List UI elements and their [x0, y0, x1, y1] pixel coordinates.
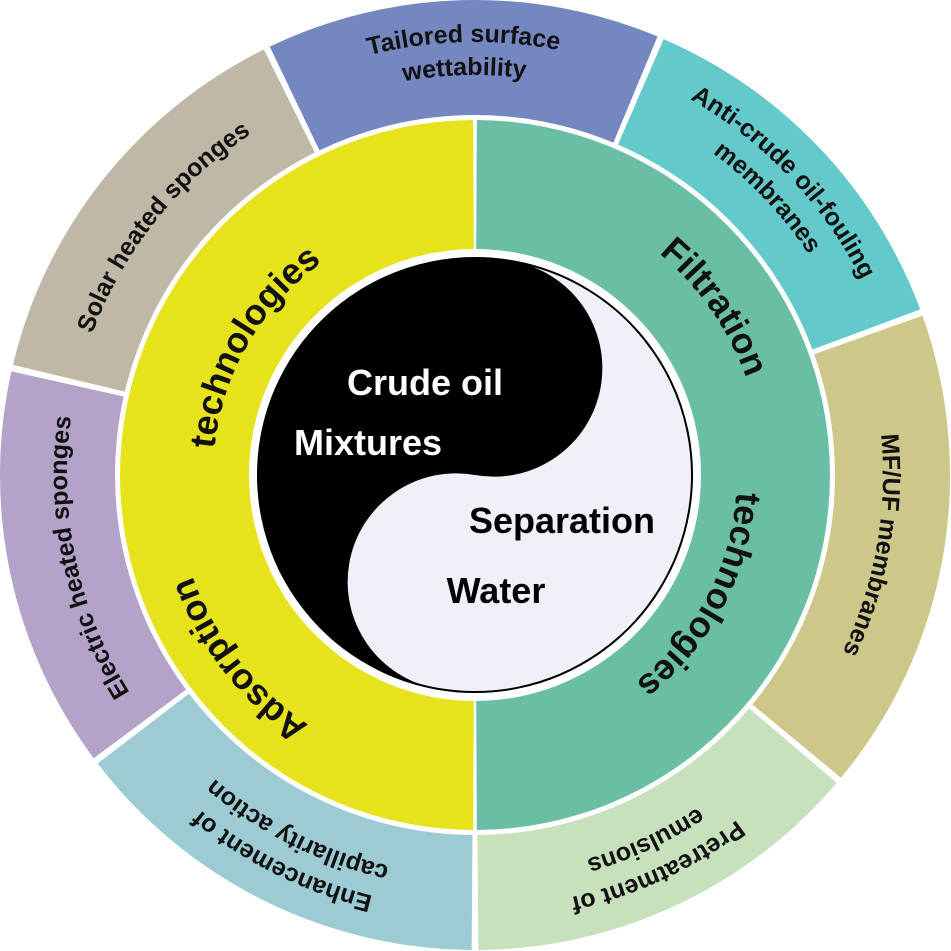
- crude-oil-half: [258, 258, 603, 689]
- segment-enhancement-shape: [97, 693, 473, 950]
- segment-pretreatment-shape: [477, 708, 837, 950]
- segment-electric-shape: [0, 371, 186, 759]
- inner-adsorption-shape: [120, 120, 474, 830]
- segment-tailored-shape: [269, 0, 658, 151]
- water-label: Water: [447, 570, 546, 611]
- segment-solar-shape: [12, 49, 315, 392]
- separation-label: Separation: [469, 500, 655, 541]
- crude-oil-label: Crude oil: [347, 362, 503, 403]
- segment-anti-crude-shape: [617, 39, 921, 350]
- inner-filtration-shape: [476, 120, 830, 830]
- mixtures-label: Mixtures: [294, 422, 442, 463]
- segment-mfuf-shape: [752, 315, 950, 778]
- segment-mfuf: MF/UF membranes: [752, 315, 950, 778]
- yin-yang-core: Crude oil Mixtures Separation Water: [250, 250, 700, 700]
